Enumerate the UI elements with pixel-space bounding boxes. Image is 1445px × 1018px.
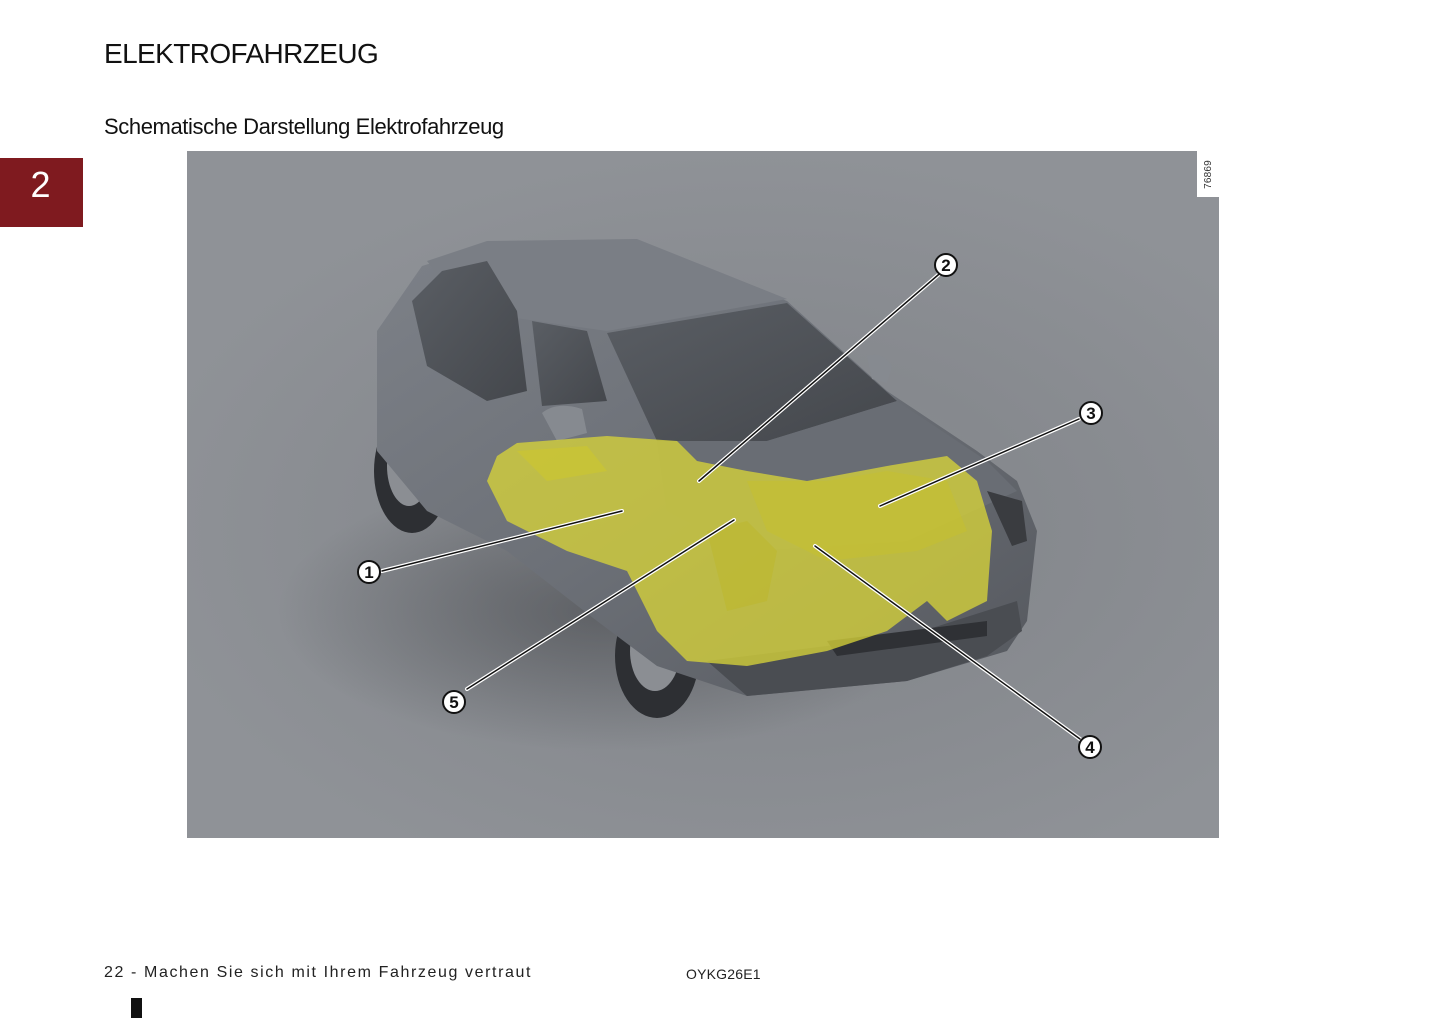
- ev-schematic-figure: 1 2 3 4 5: [187, 151, 1219, 838]
- chapter-tab: 2: [0, 158, 83, 227]
- figure-id: 76869: [1202, 159, 1214, 189]
- figure-id-label: 76869: [1197, 151, 1219, 197]
- callout-4: 4: [1078, 735, 1102, 759]
- footer-page-label: 22 - Machen Sie sich mit Ihrem Fahrzeug …: [104, 964, 533, 981]
- callout-2: 2: [934, 253, 958, 277]
- crop-mark: [131, 998, 142, 1018]
- page-title: ELEKTROFAHRZEUG: [104, 38, 379, 69]
- car-illustration: [277, 239, 1082, 751]
- callout-3: 3: [1079, 401, 1103, 425]
- callout-5: 5: [442, 690, 466, 714]
- callout-1: 1: [357, 560, 381, 584]
- section-title: Schematische Darstellung Elektrofahrzeug: [104, 114, 504, 139]
- footer-doc-code: OYKG26E1: [686, 966, 761, 982]
- chapter-number: 2: [30, 164, 51, 205]
